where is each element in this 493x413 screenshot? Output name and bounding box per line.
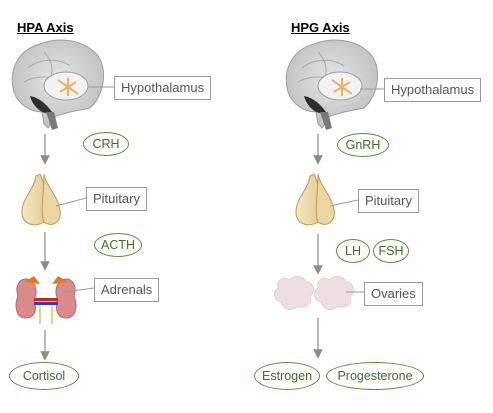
hpg-ovaries-icon [274, 275, 354, 310]
hpa-hypothalamus-label: Hypothalamus [114, 76, 212, 100]
hpg-brain-icon [285, 39, 379, 130]
hpg-lh-pill: LH [336, 239, 370, 263]
hpg-pituitary-leader [329, 199, 359, 207]
hpa-pituitary-icon [21, 173, 61, 226]
hpg-title: HPG Axis [291, 20, 350, 35]
hpa-title: HPA Axis [17, 20, 74, 35]
hpg-ovaries-label: Ovaries [364, 282, 423, 306]
hpg-pituitary-icon [295, 173, 335, 226]
hpa-adrenals-leader [63, 287, 95, 293]
hpg-progesterone-pill: Progesterone [326, 362, 424, 390]
hpg-estrogen-pill: Estrogen [254, 362, 320, 390]
hpg-hypothalamus-label: Hypothalamus [384, 78, 482, 102]
hpg-gnrh-pill: GnRH [337, 133, 389, 157]
hpa-pituitary-leader [55, 197, 87, 207]
hpa-brain-icon [11, 39, 105, 130]
hpa-cortisol-pill: Cortisol [9, 362, 79, 390]
hpg-fsh-pill: FSH [373, 239, 409, 263]
hpa-crh-pill: CRH [83, 132, 129, 156]
hpa-pituitary-label: Pituitary [86, 187, 147, 211]
hpa-adrenals-label: Adrenals [94, 278, 160, 302]
hpa-adrenals-icon [15, 276, 77, 324]
hpg-pituitary-label: Pituitary [358, 189, 419, 213]
hpa-acth-pill: ACTH [94, 233, 142, 257]
